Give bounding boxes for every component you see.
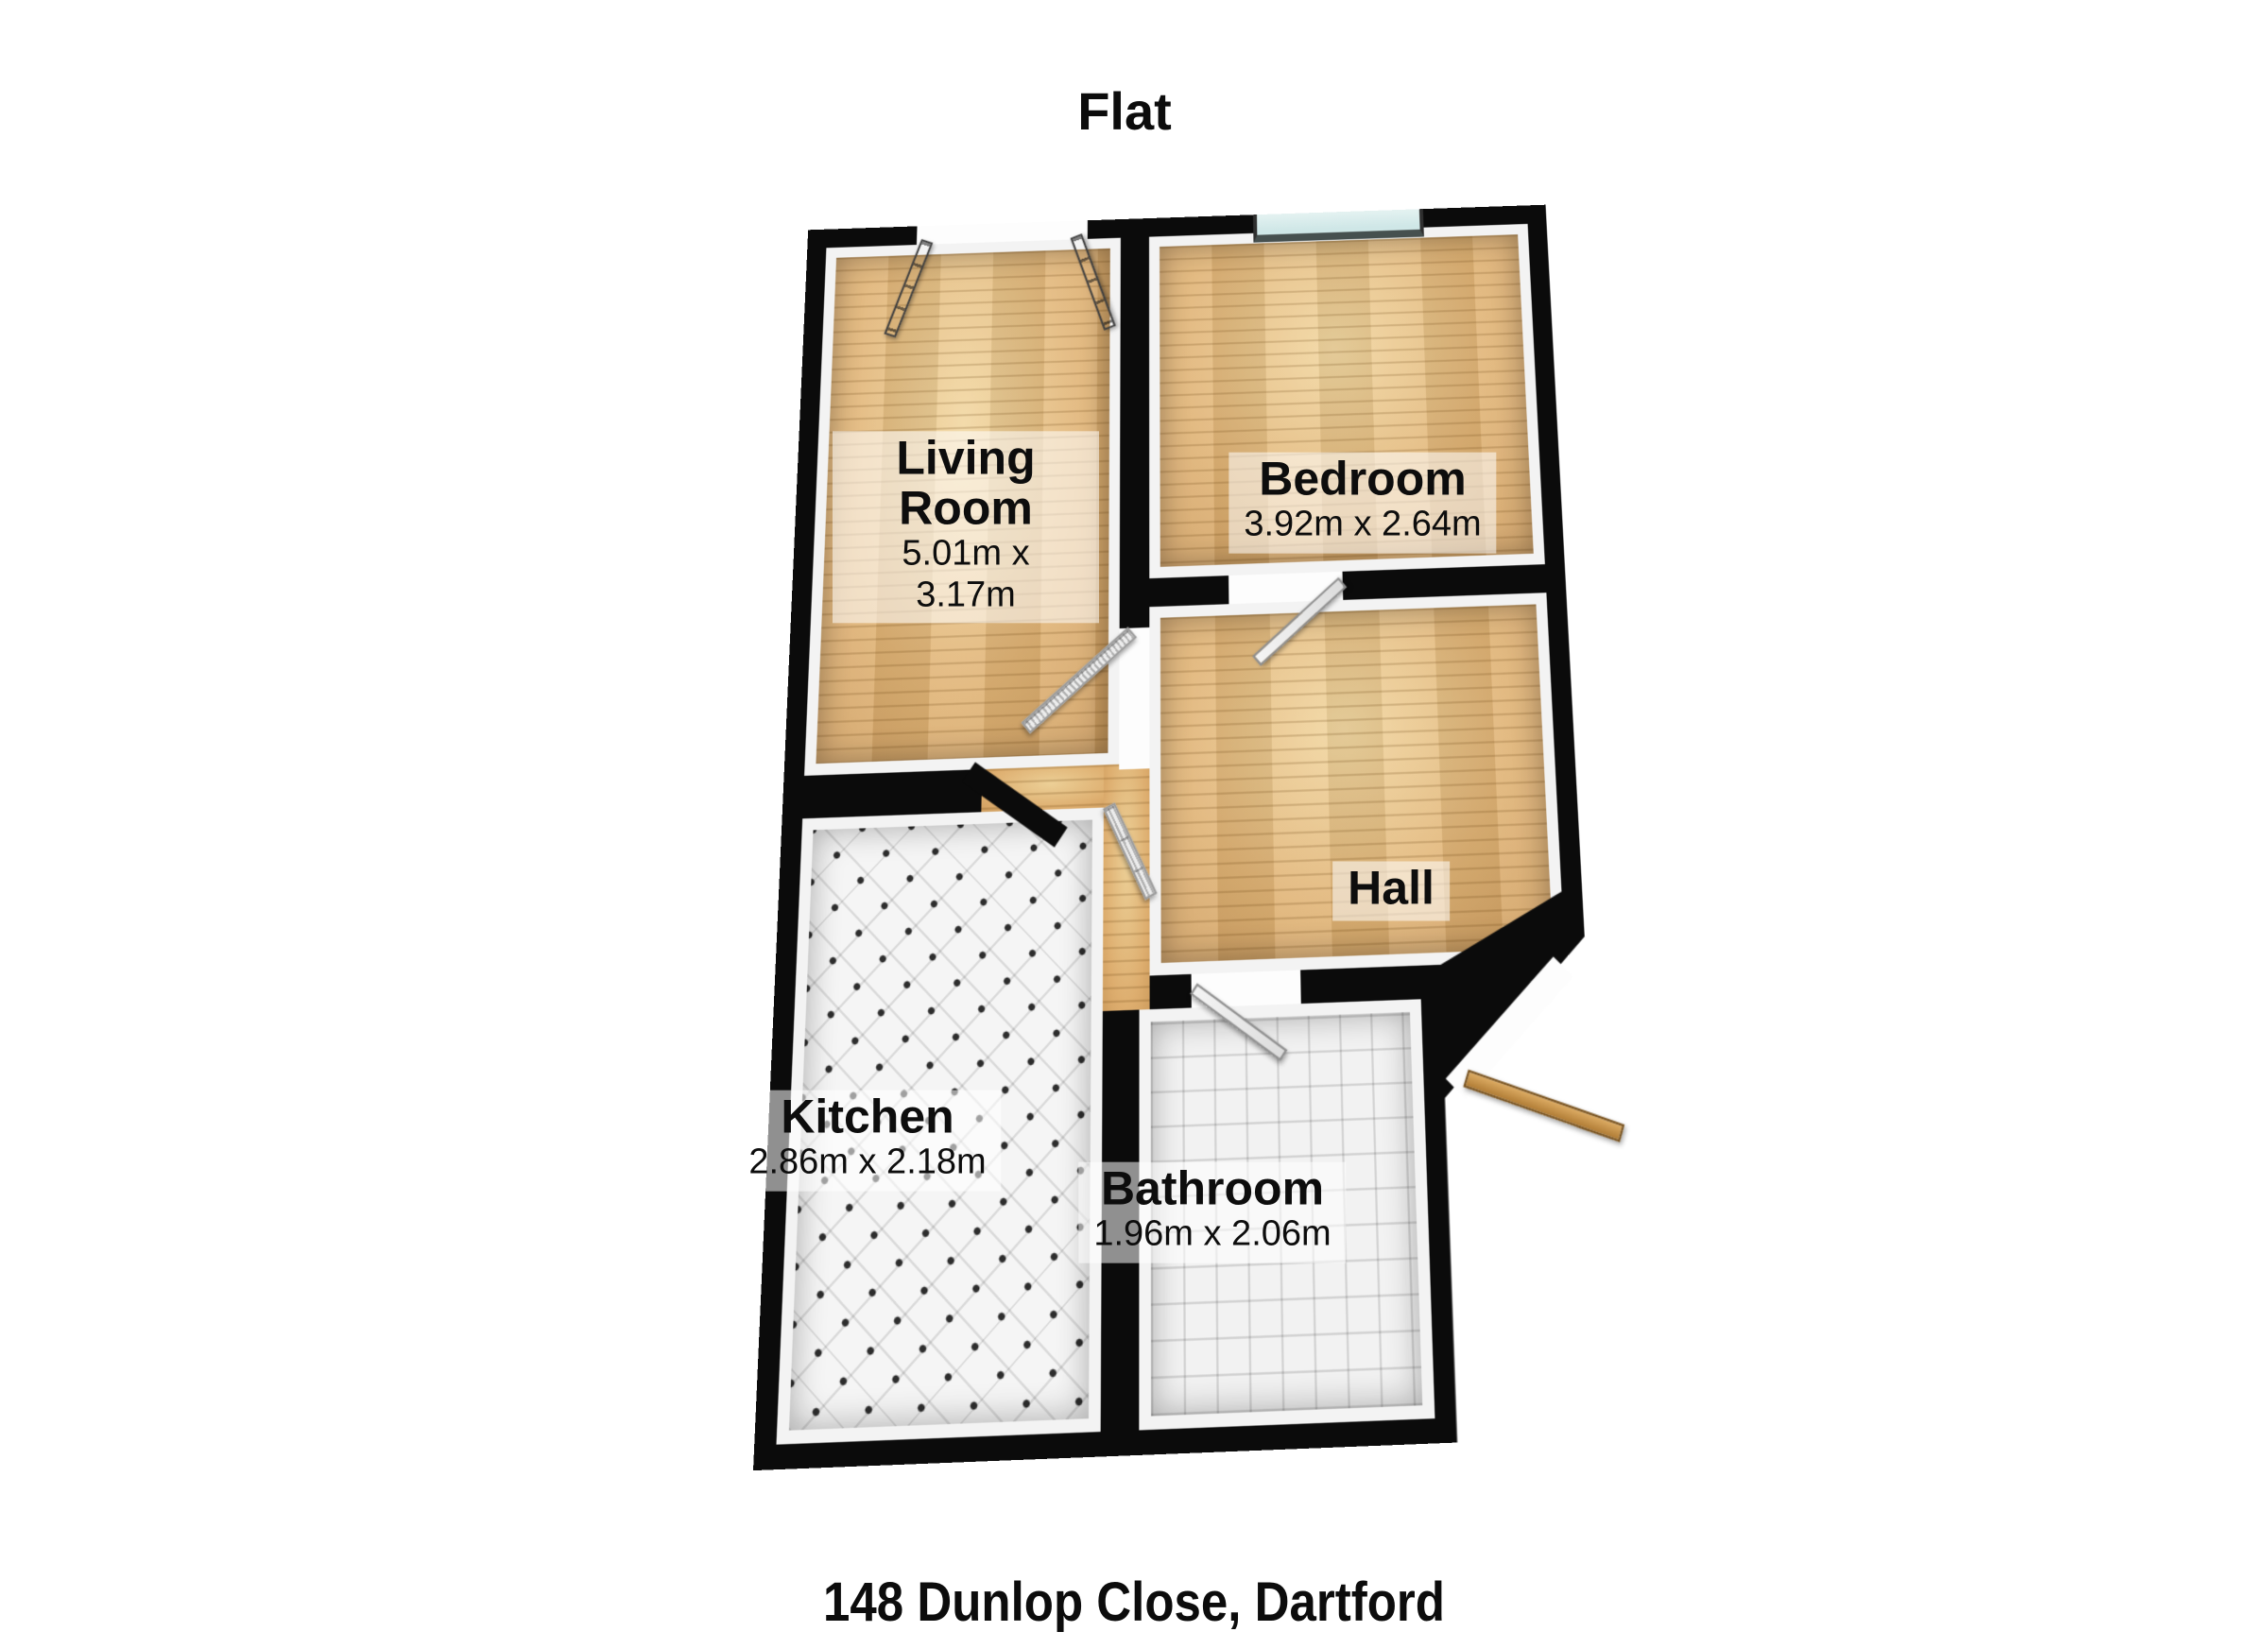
address-footer: 148 Dunlop Close, Dartford bbox=[823, 1572, 1445, 1633]
living-room-name: Living Room bbox=[896, 431, 1036, 535]
room-label-bathroom: Bathroom 1.96m x 2.06m bbox=[1078, 1161, 1347, 1263]
bedroom-dimensions: 3.92m x 2.64m bbox=[1244, 504, 1482, 544]
kitchen-name: Kitchen bbox=[781, 1090, 954, 1143]
bedroom-window bbox=[1253, 209, 1424, 243]
bedroom-name: Bedroom bbox=[1259, 452, 1467, 506]
hall-name: Hall bbox=[1348, 861, 1435, 915]
bathroom-name: Bathroom bbox=[1100, 1161, 1325, 1215]
living-room-dimensions: 5.01m x 3.17m bbox=[902, 533, 1030, 614]
room-label-hall: Hall bbox=[1332, 861, 1450, 921]
floorplan-3d bbox=[753, 205, 1625, 1470]
entrance-door bbox=[1463, 1069, 1625, 1142]
room-label-bedroom: Bedroom 3.92m x 2.64m bbox=[1228, 452, 1497, 554]
room-label-kitchen: Kitchen 2.86m x 2.18m bbox=[733, 1090, 1002, 1192]
page-title: Flat bbox=[1077, 81, 1172, 141]
kitchen-dimensions: 2.86m x 2.18m bbox=[748, 1142, 987, 1182]
room-label-living-room: Living Room 5.01m x 3.17m bbox=[833, 431, 1099, 624]
bathroom-dimensions: 1.96m x 2.06m bbox=[1093, 1213, 1332, 1254]
